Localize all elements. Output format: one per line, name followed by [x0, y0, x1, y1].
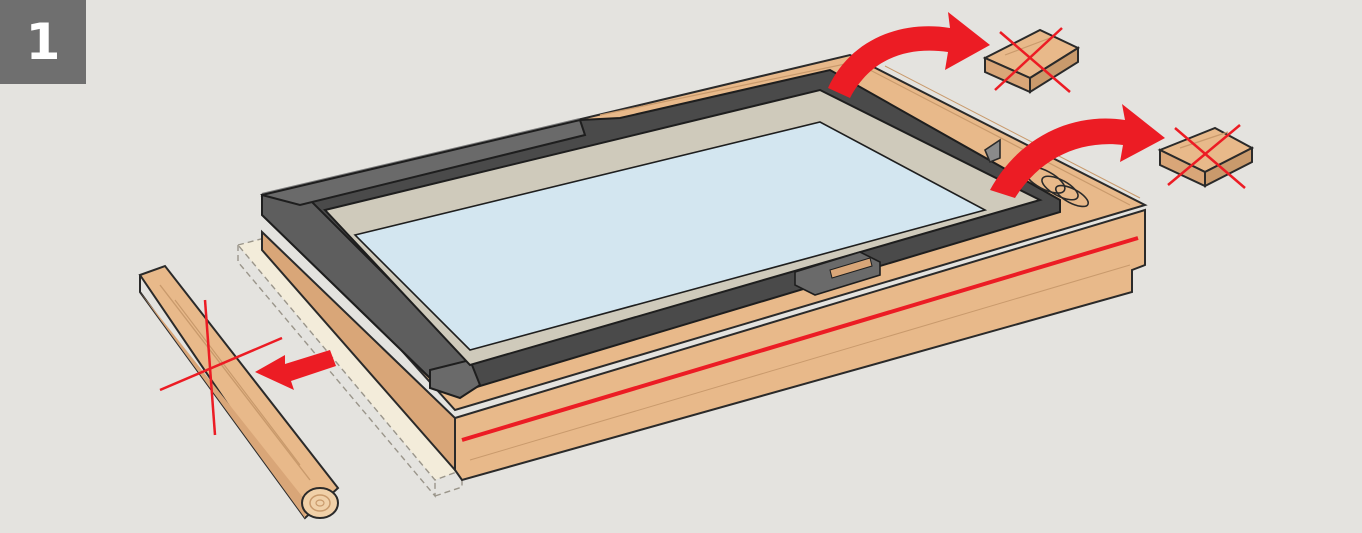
step-number-badge: 1 [0, 0, 86, 84]
glass-pane [353, 121, 988, 351]
top-cover-piece [261, 118, 587, 207]
alignment-line [461, 236, 1139, 442]
step-number: 1 [25, 13, 61, 71]
top-spacer-block-2 [1157, 126, 1255, 188]
remove-arrow-icon [990, 104, 1165, 198]
remove-arrow-icon [255, 350, 336, 390]
discard-cross-icon [994, 27, 1071, 93]
frame-front-face [454, 208, 1146, 482]
frame-left-face [261, 229, 456, 473]
top-spacer-block-1 [982, 28, 1081, 94]
discard-cross-icon [159, 299, 283, 436]
sash-handle [794, 251, 881, 296]
discard-cross-icon [1167, 124, 1246, 189]
remove-arrow-icon [828, 12, 990, 98]
bottom-batten [138, 264, 340, 520]
